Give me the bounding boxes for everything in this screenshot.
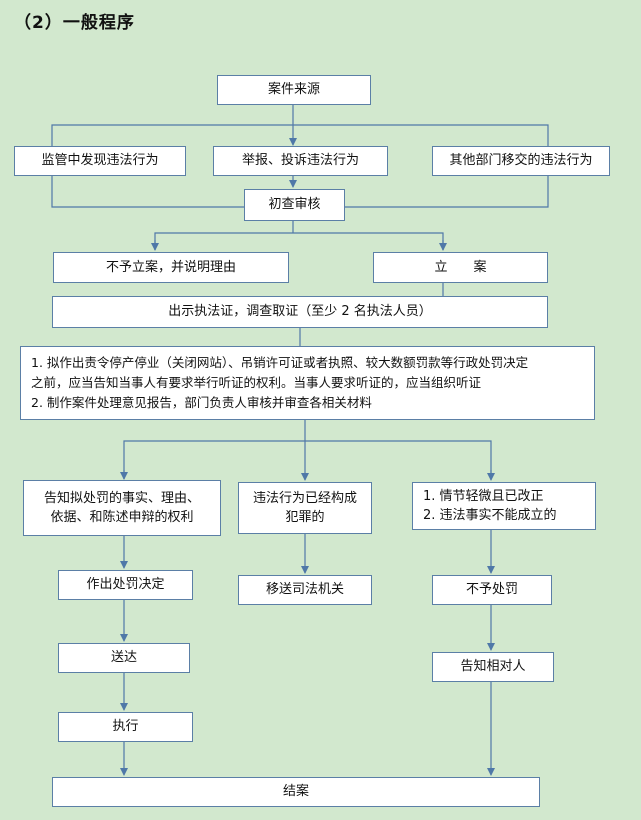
page-title: （2）一般程序 (14, 13, 135, 33)
node-filed: 立 案 (373, 252, 548, 283)
decision-note-line: 之前，应当告知当事人有要求举行听证的权利。当事人要求听证的，应当组织听证 (31, 375, 482, 390)
connector-line (345, 176, 549, 208)
connector-line (123, 440, 492, 479)
node-notify-party: 告知相对人 (432, 652, 554, 682)
node-other-dept-transfer: 其他部门移交的违法行为 (432, 146, 610, 176)
node-report-complaint: 举报、投诉违法行为 (213, 146, 388, 176)
connector-line (51, 124, 549, 146)
connector-line (154, 232, 444, 250)
node-crime-constituted: 违法行为已经构成 犯罪的 (238, 482, 372, 534)
node-preliminary-review: 初查审核 (244, 189, 345, 221)
node-case-source: 案件来源 (217, 75, 371, 105)
node-transfer-judicial: 移送司法机关 (238, 575, 372, 605)
node-decision-notes: 1. 拟作出责令停产停业（关闭网站）、吊销许可证或者执照、较大数额罚款等行政处罚… (20, 346, 595, 420)
node-close-case: 结案 (52, 777, 540, 807)
node-no-penalty: 不予处罚 (432, 575, 552, 605)
node-found-in-supervision: 监管中发现违法行为 (14, 146, 186, 176)
connector-line (51, 176, 245, 208)
node-show-certificate: 出示执法证，调查取证（至少 2 名执法人员） (52, 296, 548, 328)
decision-note-line: 2. 制作案件处理意见报告，部门负责人审核并审查各相关材料 (31, 395, 372, 410)
decision-notes-text: 1. 拟作出责令停产停业（关闭网站）、吊销许可证或者执照、较大数额罚款等行政处罚… (31, 353, 528, 413)
node-not-filed: 不予立案，并说明理由 (53, 252, 289, 283)
decision-note-line: 1. 拟作出责令停产停业（关闭网站）、吊销许可证或者执照、较大数额罚款等行政处罚… (31, 355, 529, 370)
node-notify-rights: 告知拟处罚的事实、理由、 依据、和陈述申辩的权利 (23, 480, 221, 536)
node-minor-conditions: 1. 情节轻微且已改正 2. 违法事实不能成立的 (412, 482, 596, 530)
node-make-decision: 作出处罚决定 (58, 570, 193, 600)
node-execute: 执行 (58, 712, 193, 742)
node-deliver: 送达 (58, 643, 190, 673)
